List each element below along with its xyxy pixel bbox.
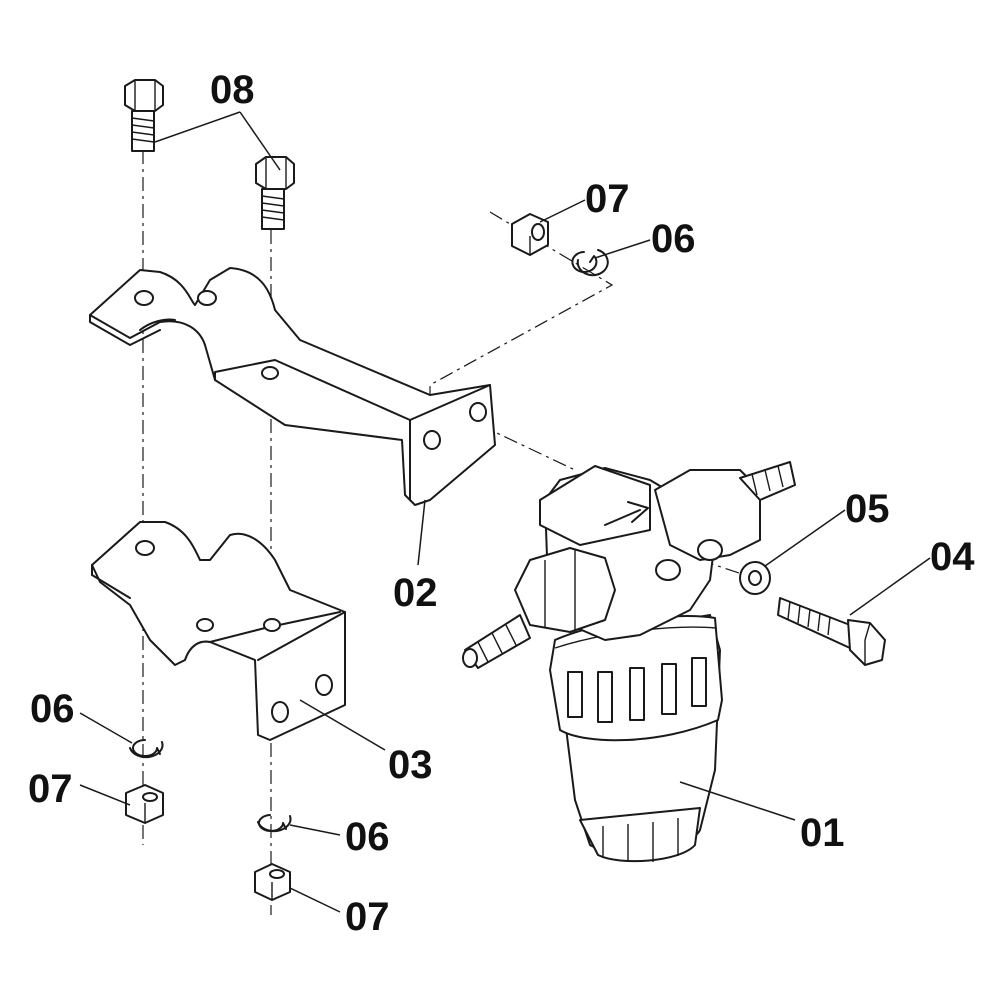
label-part-06-top: 06 [651, 217, 696, 261]
bolt-upper-left [124, 79, 164, 152]
part-labels: 08 07 06 05 04 02 03 06 07 06 07 01 [28, 68, 975, 939]
nut-bottom [254, 863, 291, 901]
leader-lines [79, 111, 931, 913]
label-part-08: 08 [210, 68, 255, 112]
long-bolt [777, 597, 886, 666]
nut-top [511, 213, 549, 256]
label-part-01: 01 [800, 811, 845, 855]
label-part-07-top: 07 [585, 177, 630, 221]
label-part-04: 04 [930, 535, 975, 579]
label-part-06-left: 06 [30, 687, 75, 731]
filter-assembly [462, 461, 796, 863]
lock-washer-bottom [257, 814, 292, 833]
flat-washer [739, 561, 771, 595]
bolt-upper-right [255, 156, 295, 230]
label-part-03: 03 [388, 743, 433, 787]
bracket-upper [89, 267, 496, 506]
lock-washer-top [571, 249, 609, 277]
lock-washer-left [129, 739, 164, 759]
label-part-02: 02 [393, 571, 438, 615]
nut-left [125, 784, 164, 824]
label-part-05: 05 [845, 487, 890, 531]
bracket-lower [91, 521, 346, 741]
label-part-06-bottom: 06 [345, 815, 390, 859]
label-part-07-left: 07 [28, 767, 73, 811]
label-part-07-bottom: 07 [345, 895, 390, 939]
